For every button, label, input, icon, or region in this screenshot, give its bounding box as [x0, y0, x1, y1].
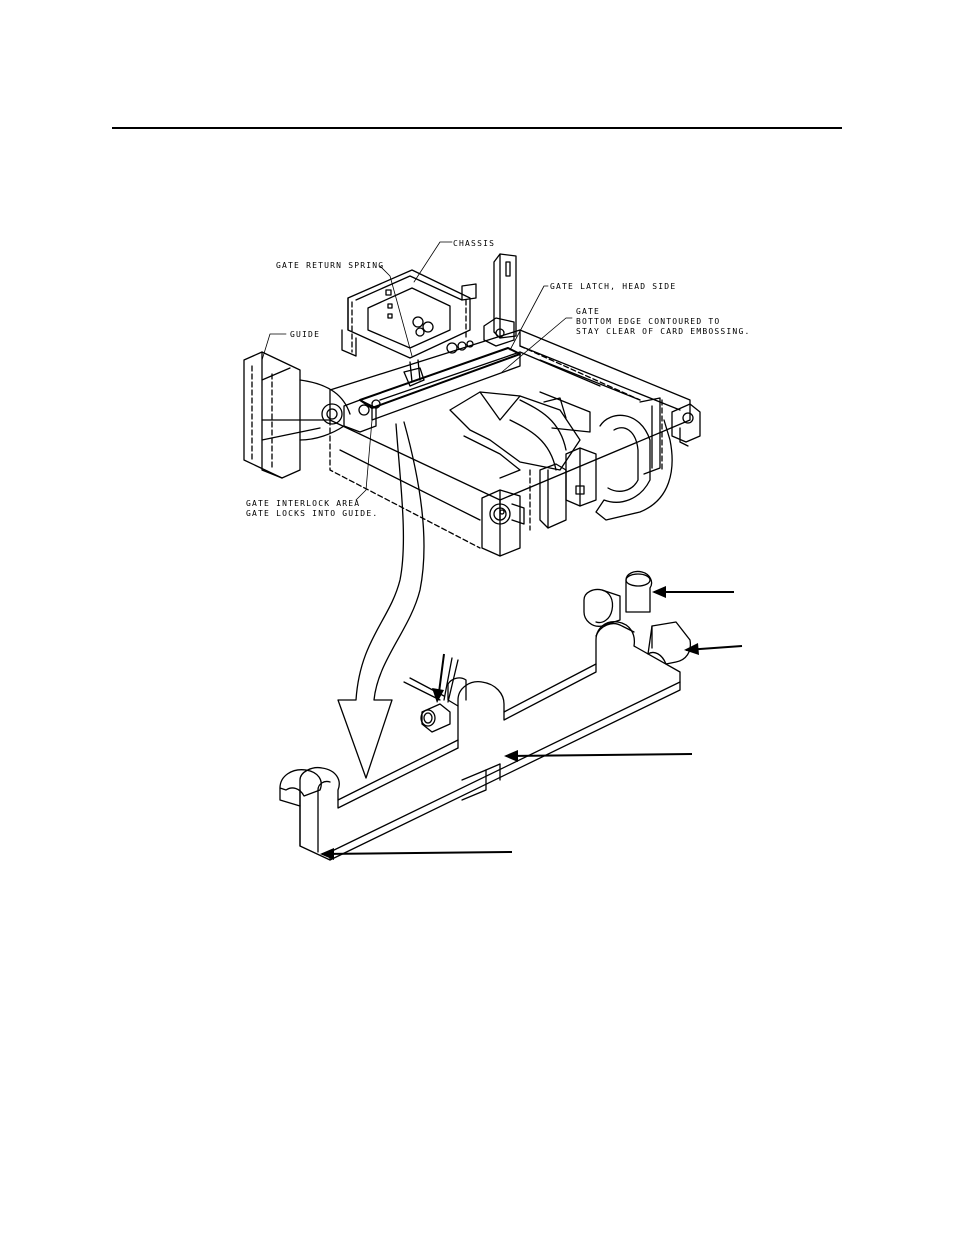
arrow-gate-body: [504, 750, 693, 762]
label-chassis: CHASSIS: [453, 239, 495, 248]
arrow-gate-interlock: [320, 848, 513, 860]
label-gate-interlock-area: GATE INTERLOCK AREA: [246, 499, 360, 508]
label-guide: GUIDE: [290, 330, 320, 339]
printer-assembly-drawing: [243, 241, 701, 557]
right-hook-assembly: [565, 397, 701, 521]
leader-lines: [261, 241, 573, 501]
arrow-gate-spring-pin: [432, 653, 445, 703]
chassis-body: [341, 269, 474, 359]
guide-left: [243, 351, 481, 521]
label-gate-latch-head-side: GATE LATCH, HEAD SIDE: [550, 282, 676, 291]
arrow-gate-latch: [684, 643, 743, 655]
front-roller-assembly: [481, 463, 567, 557]
gate-pin: [403, 657, 459, 733]
card-path-mechanism: [449, 391, 591, 479]
gate-bar-upper: [359, 347, 521, 421]
label-gate-return-spring: GATE RETURN SPRING: [276, 261, 384, 270]
arrow-gate-pivot: [652, 586, 734, 598]
gate-detail-drawing: [279, 570, 692, 861]
callout-arrows: [320, 586, 743, 860]
detail-callout-arrow: [337, 421, 425, 779]
gate-right-hooks: [583, 570, 692, 665]
label-gate-locks-into-guide: GATE LOCKS INTO GUIDE.: [246, 509, 378, 518]
label-gate-bottom-edge: BOTTOM EDGE CONTOURED TO: [576, 317, 720, 326]
label-gate-card-embossing: STAY CLEAR OF CARD EMBOSSING.: [576, 327, 750, 336]
right-upright-post: [461, 253, 517, 347]
label-gate: GATE: [576, 307, 600, 316]
